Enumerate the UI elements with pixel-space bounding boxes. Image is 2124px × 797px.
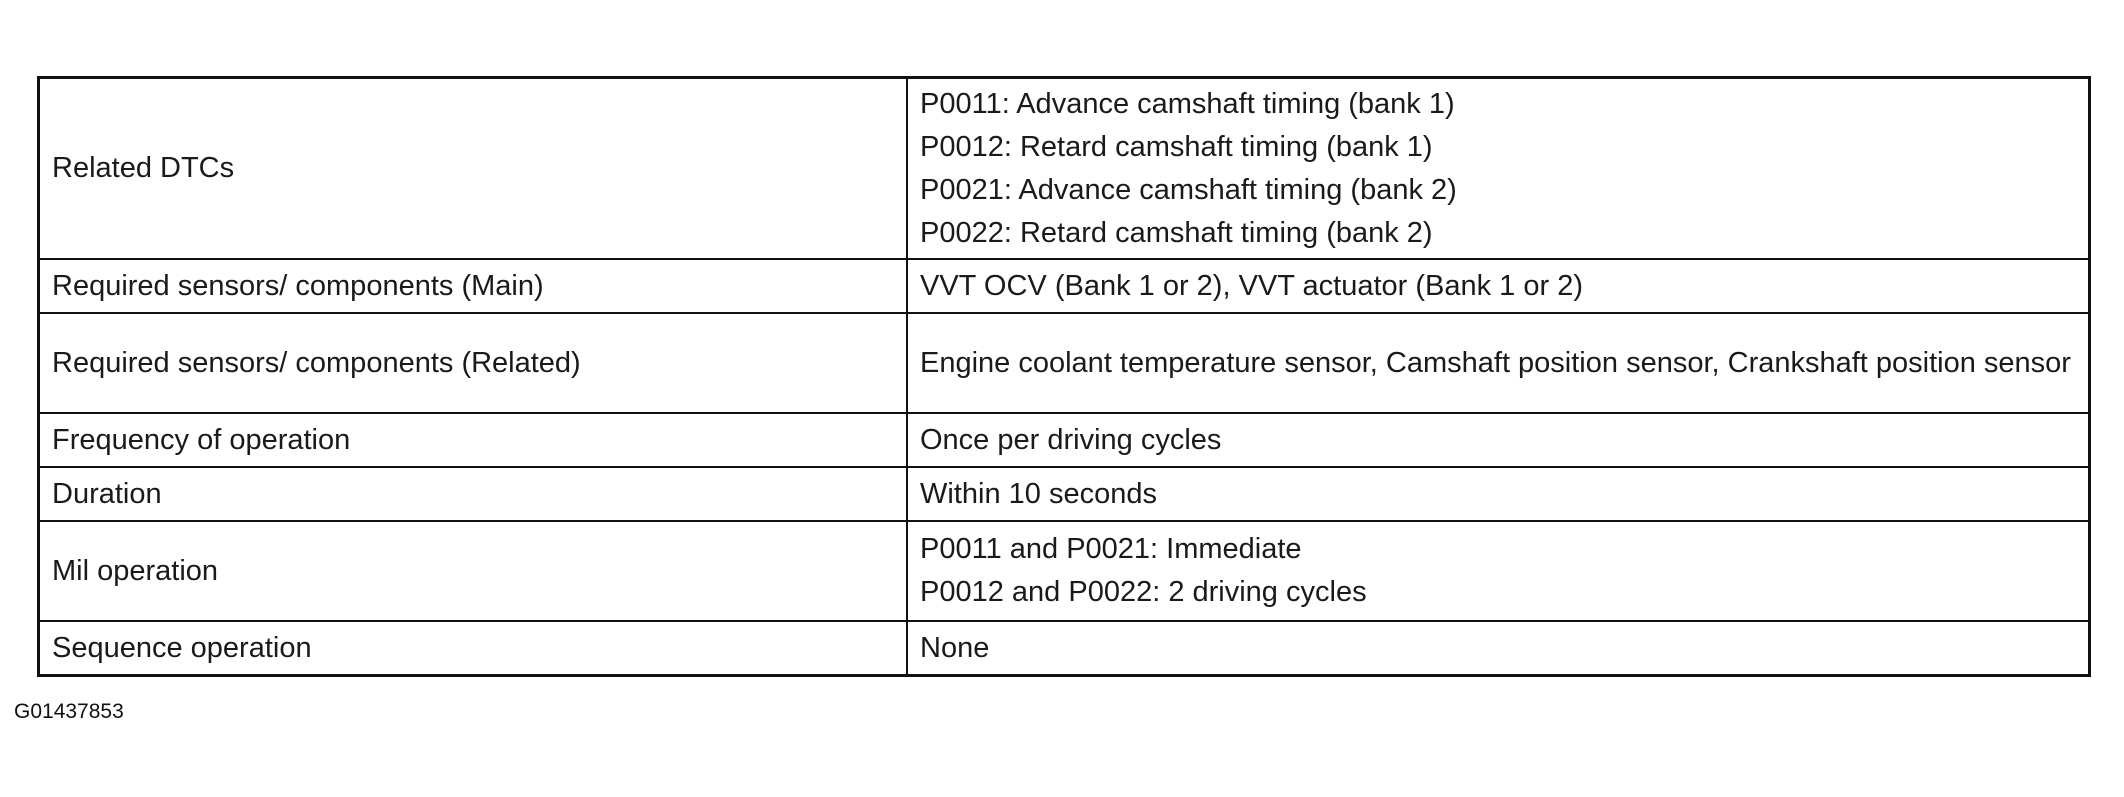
row-value-frequency: Once per driving cycles — [906, 412, 2091, 468]
row-label-sequence: Sequence operation — [37, 620, 908, 677]
row-label-frequency: Frequency of operation — [37, 412, 908, 468]
table-row-required-related: Required sensors/ components (Related) E… — [37, 312, 2091, 414]
figure-id-label: G01437853 — [14, 700, 124, 723]
specification-table: Related DTCs P0011: Advance camshaft tim… — [37, 76, 2091, 677]
table-row-frequency: Frequency of operation Once per driving … — [37, 412, 2091, 468]
table-row-required-main: Required sensors/ components (Main) VVT … — [37, 258, 2091, 314]
dtc-line-p0011: P0011: Advance camshaft timing (bank 1) — [920, 87, 1455, 120]
sequence-text: None — [920, 631, 990, 664]
dtc-line-p0012: P0012: Retard camshaft timing (bank 1) — [920, 130, 1433, 163]
row-label-related-dtcs: Related DTCs — [37, 76, 908, 260]
row-value-duration: Within 10 seconds — [906, 466, 2091, 522]
table-row-mil-operation: Mil operation P0011 and P0021: Immediate… — [37, 520, 2091, 622]
duration-text: Within 10 seconds — [920, 477, 1157, 510]
row-value-sequence: None — [906, 620, 2091, 677]
table-row-sequence: Sequence operation None — [37, 620, 2091, 677]
table-row-duration: Duration Within 10 seconds — [37, 466, 2091, 522]
mil-line-two-cycles: P0012 and P0022: 2 driving cycles — [920, 576, 1367, 608]
required-related-text: Engine coolant temperature sensor, Camsh… — [920, 346, 2071, 379]
required-main-text: VVT OCV (Bank 1 or 2), VVT actuator (Ban… — [920, 269, 1583, 302]
row-value-required-main: VVT OCV (Bank 1 or 2), VVT actuator (Ban… — [906, 258, 2091, 314]
row-value-mil-operation: P0011 and P0021: Immediate P0012 and P00… — [906, 520, 2091, 622]
row-label-duration: Duration — [37, 466, 908, 522]
row-label-mil-operation: Mil operation — [37, 520, 908, 622]
dtc-line-p0022: P0022: Retard camshaft timing (bank 2) — [920, 216, 1433, 249]
frequency-text: Once per driving cycles — [920, 423, 1222, 456]
mil-line-immediate: P0011 and P0021: Immediate — [920, 533, 1302, 565]
row-value-related-dtcs: P0011: Advance camshaft timing (bank 1) … — [906, 76, 2091, 260]
row-label-required-main: Required sensors/ components (Main) — [37, 258, 908, 314]
dtc-line-p0021: P0021: Advance camshaft timing (bank 2) — [920, 173, 1457, 206]
specification-table-body: Related DTCs P0011: Advance camshaft tim… — [37, 76, 2091, 677]
row-value-required-related: Engine coolant temperature sensor, Camsh… — [906, 312, 2091, 414]
table-row-related-dtcs: Related DTCs P0011: Advance camshaft tim… — [37, 76, 2091, 260]
row-label-required-related: Required sensors/ components (Related) — [37, 312, 908, 414]
